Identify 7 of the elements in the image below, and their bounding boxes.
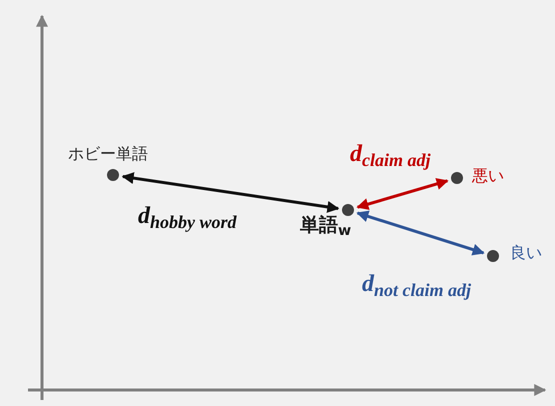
- point-label: 単語$_{w}$: [300, 216, 352, 235]
- double-arrow: [356, 178, 449, 210]
- double-arrow: [122, 172, 340, 213]
- point-label: ホビー単語: [68, 146, 148, 162]
- double-arrow: [356, 210, 485, 256]
- point-label: 悪い: [472, 168, 504, 184]
- point-label: 良い: [510, 245, 542, 261]
